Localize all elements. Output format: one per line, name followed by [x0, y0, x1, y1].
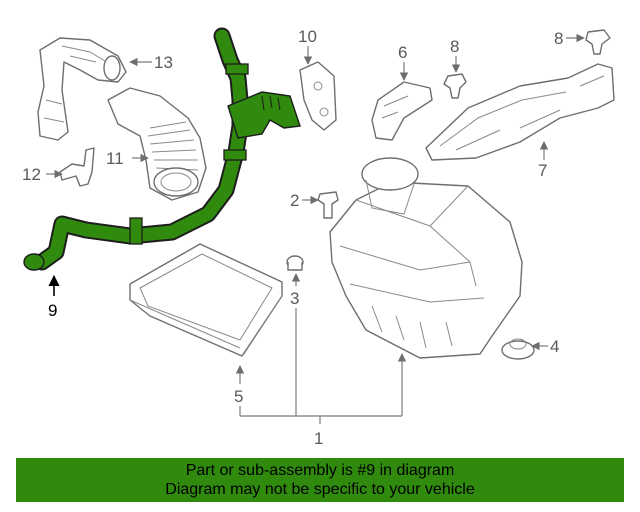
part-3-grommet[interactable]: [286, 255, 304, 271]
callout-5[interactable]: 5: [234, 387, 243, 406]
part-11-air-hose[interactable]: [107, 87, 207, 201]
callout-10[interactable]: 10: [298, 27, 317, 46]
vent-hose-connector[interactable]: [227, 91, 301, 139]
callout-2[interactable]: 2: [290, 191, 299, 210]
callout-12[interactable]: 12: [22, 165, 41, 184]
part-2-bolt[interactable]: [317, 191, 339, 219]
part-6-sensor[interactable]: [371, 81, 433, 141]
vent-hose-clip-upper[interactable]: [223, 149, 247, 161]
callout-8b[interactable]: 8: [554, 29, 563, 48]
part-8-screw-upper[interactable]: [585, 29, 611, 55]
callout-3[interactable]: 3: [290, 289, 299, 308]
part-7-air-guide[interactable]: [425, 63, 615, 161]
banner-line-2: Diagram may not be specific to your vehi…: [165, 481, 475, 498]
part-10-mount-bracket[interactable]: [299, 61, 337, 131]
callout-9[interactable]: 9: [48, 301, 57, 320]
vent-hose-fill[interactable]: [35, 29, 247, 269]
callout-11[interactable]: 11: [106, 149, 124, 168]
part-8-screw[interactable]: [443, 73, 467, 99]
callout-13[interactable]: 13: [154, 53, 173, 72]
part-9-vent-hose[interactable]: [23, 27, 301, 271]
parts-diagram: 13 11 12 9 10 6: [22, 27, 615, 448]
part-4-mount[interactable]: [501, 338, 535, 360]
banner-line-1: Part or sub-assembly is #9 in diagram: [185, 462, 455, 479]
callout-7[interactable]: 7: [538, 161, 547, 180]
info-banner: Part or sub-assembly is #9 in diagram Di…: [16, 458, 624, 502]
part-5-air-filter[interactable]: [129, 243, 283, 357]
callout-1[interactable]: 1: [314, 429, 323, 448]
part-13-intake-duct[interactable]: [37, 37, 127, 141]
callout-6[interactable]: 6: [398, 43, 407, 62]
part-1-air-cleaner-box[interactable]: [329, 157, 523, 359]
vent-hose-end-fitting[interactable]: [23, 253, 45, 271]
callout-4[interactable]: 4: [550, 337, 559, 356]
part-12-bracket[interactable]: [59, 147, 95, 187]
vent-hose-clip-lower[interactable]: [129, 217, 143, 245]
callout-8a[interactable]: 8: [450, 37, 459, 56]
vent-hose-clip-top[interactable]: [225, 63, 249, 75]
leader-1-group: [239, 308, 407, 424]
